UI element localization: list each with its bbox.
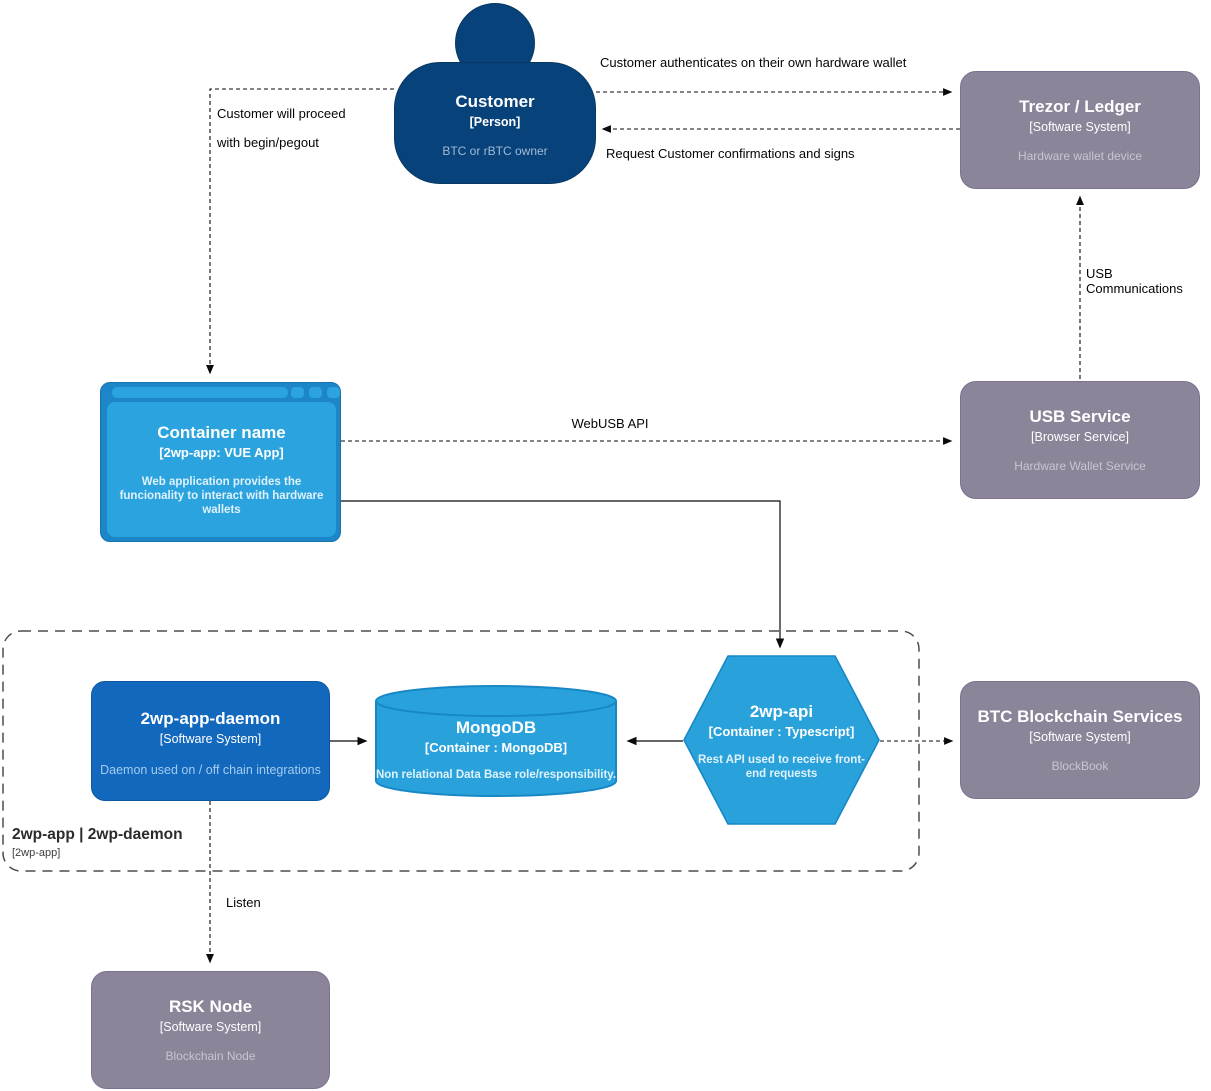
node-description: BlockBook (1051, 758, 1109, 773)
node-title: Container name (157, 423, 286, 442)
edge-label-usb-communications: USB Communications (1086, 266, 1183, 296)
edge-label-proceed-line1: Customer will proceed (217, 106, 346, 121)
node-description: Hardware wallet device (1017, 148, 1143, 163)
node-meta: [Container : Typescript] (708, 723, 855, 739)
boundary-meta: [2wp-app] (12, 847, 61, 859)
browser-content-panel: Container name [2wp-app: VUE App] Web ap… (107, 402, 336, 537)
node-customer: Customer [Person] BTC or rBTC owner (394, 62, 596, 184)
boundary-name: 2wp-app | 2wp-daemon (12, 826, 183, 843)
node-description: BTC or rBTC owner (442, 143, 548, 158)
node-title: Customer (455, 92, 535, 111)
boundary-2wp-app (2, 630, 920, 872)
edge-label-proceed-line2: with begin/pegout (217, 135, 319, 150)
node-meta: [Software System] (159, 731, 262, 746)
node-title: 2wp-api (749, 702, 814, 721)
edge-customer-to-webapp (206, 88, 394, 375)
node-meta: [Software System] (159, 1019, 262, 1034)
browser-window-button (309, 387, 322, 398)
node-meta: [Software System] (1029, 729, 1131, 744)
node-title: BTC Blockchain Services (977, 707, 1183, 726)
node-webapp-browser-window: Container name [2wp-app: VUE App] Web ap… (100, 382, 341, 542)
node-description: Daemon used on / off chain integrations (100, 762, 321, 777)
edge-webapp-to-api (341, 500, 785, 649)
edge-label-listen: Listen (226, 895, 261, 910)
hexagon-icon (683, 655, 880, 825)
browser-window-button (327, 387, 340, 398)
node-description: Non relational Data Base role/responsibi… (375, 768, 617, 781)
node-title: USB Service (1029, 407, 1131, 426)
node-meta: [Browser Service] (1031, 429, 1129, 444)
browser-address-bar (112, 387, 288, 398)
node-meta: [2wp-app: VUE App] (159, 444, 284, 460)
node-mongodb: MongoDB [Container : MongoDB] Non relati… (374, 684, 618, 798)
node-description: Hardware Wallet Service (1014, 458, 1146, 473)
node-description: Rest API used to receive front-end reque… (697, 753, 865, 780)
node-meta: [Container : MongoDB] (424, 739, 568, 755)
node-description: Web application provides the funcionalit… (119, 475, 324, 516)
browser-window-button (291, 387, 304, 398)
node-description: Blockchain Node (165, 1048, 256, 1063)
node-title: Trezor / Ledger (1019, 97, 1141, 116)
edge-label-webusb-api: WebUSB API (571, 416, 649, 431)
node-title: MongoDB (455, 718, 537, 737)
cylinder-icon (375, 685, 617, 797)
edge-label-authenticates: Customer authenticates on their own hard… (600, 55, 907, 70)
node-meta: [Software System] (1029, 119, 1131, 134)
node-trezor-ledger: Trezor / Ledger [Software System] Hardwa… (960, 71, 1200, 189)
node-title: RSK Node (168, 997, 253, 1016)
edge-label-confirmations: Request Customer confirmations and signs (606, 146, 855, 161)
node-btc-blockchain-services: BTC Blockchain Services [Software System… (960, 681, 1200, 799)
node-meta: [Person] (469, 114, 521, 129)
node-rsk-node: RSK Node [Software System] Blockchain No… (91, 971, 330, 1089)
node-2wp-app-daemon: 2wp-app-daemon [Software System] Daemon … (91, 681, 330, 801)
node-usb-service: USB Service [Browser Service] Hardware W… (960, 381, 1200, 499)
boundary-label: 2wp-app | 2wp-daemon [2wp-app] (12, 826, 183, 859)
node-2wp-api: 2wp-api [Container : Typescript] Rest AP… (683, 655, 880, 825)
node-title: 2wp-app-daemon (140, 709, 281, 728)
